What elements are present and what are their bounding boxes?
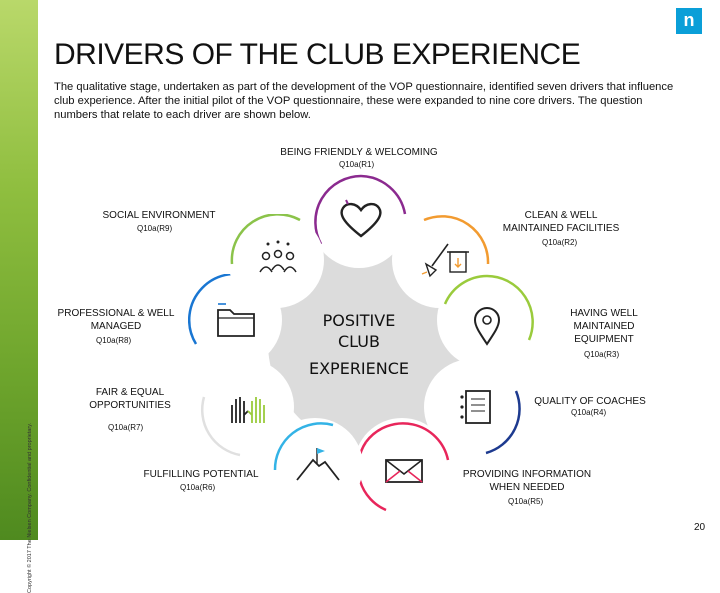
driver-circle-fair — [198, 359, 294, 457]
green-side-strip — [0, 0, 38, 540]
driver-code-r8: Q10a(R8) — [96, 336, 132, 345]
driver-label-potential: FULFILLING POTENTIAL — [143, 469, 259, 480]
driver-label-friendly: BEING FRIENDLY & WELCOMING — [280, 147, 438, 158]
driver-label-coaches: QUALITY OF COACHES — [534, 396, 646, 407]
driver-code-r6: Q10a(R6) — [180, 483, 216, 492]
raised-hands-icon — [231, 397, 265, 423]
driver-circle-social — [228, 212, 324, 308]
nielsen-logo: n — [676, 8, 702, 34]
copyright-notice: Copyright © 2017 The Nielsen Company. Co… — [27, 422, 33, 593]
location-pin-icon — [473, 307, 501, 346]
center-label: POSITIVE CLUB EXPERIENCE — [308, 311, 410, 378]
driver-code-r2: Q10a(R2) — [542, 238, 578, 247]
broom-bin-icon — [421, 243, 469, 278]
page-title: DRIVERS OF THE CLUB EXPERIENCE — [54, 38, 581, 71]
driver-circle-friendly — [311, 172, 407, 268]
driver-code-r5: Q10a(R5) — [508, 497, 544, 506]
people-group-icon — [259, 240, 297, 273]
envelope-icon — [385, 459, 423, 483]
driver-circle-equipment — [437, 272, 534, 368]
folder-icon — [217, 303, 255, 337]
driver-code-r3: Q10a(R3) — [584, 350, 620, 359]
driver-code-r4: Q10a(R4) — [571, 408, 607, 417]
driver-code-r1: Q10a(R1) — [339, 160, 375, 169]
driver-code-r9: Q10a(R9) — [137, 224, 173, 233]
intro-paragraph: The qualitative stage, undertaken as par… — [54, 81, 674, 121]
mountain-flag-icon — [296, 448, 340, 481]
page-number: 20 — [694, 522, 706, 533]
driver-label-social: SOCIAL ENVIRONMENT — [102, 210, 216, 221]
clipboard-icon — [460, 390, 491, 424]
driver-circle-information — [354, 418, 450, 514]
heart-icon — [340, 199, 382, 238]
driver-code-r7: Q10a(R7) — [108, 423, 144, 432]
